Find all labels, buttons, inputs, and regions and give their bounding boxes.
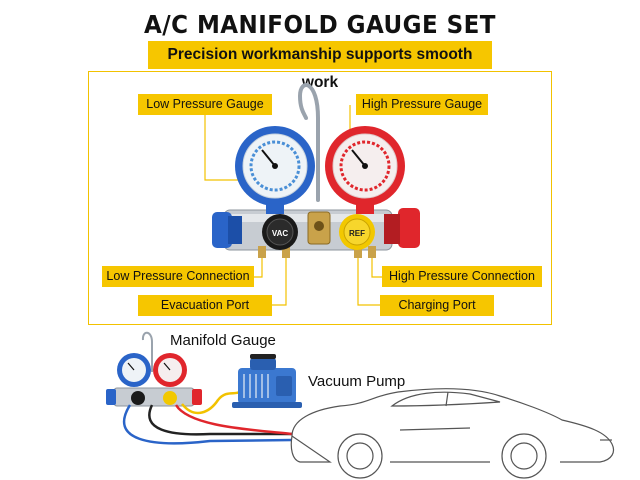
leader-high-conn <box>371 252 382 278</box>
vac-knob-label: VAC <box>272 229 289 238</box>
product-frame <box>88 71 552 325</box>
black-hose <box>148 404 292 436</box>
ref-knob-icon: REF <box>339 214 375 250</box>
page-title: A/C MANIFOLD GAUGE SET <box>144 10 496 39</box>
label-charging-port: Charging Port <box>380 295 494 316</box>
label-vacuum-pump: Vacuum Pump <box>308 373 406 390</box>
small-manifold-gauge-icon <box>106 331 202 407</box>
leader-charge <box>357 252 380 306</box>
leader-evac <box>272 252 287 306</box>
blue-hose <box>122 404 293 445</box>
label-evacuation-port: Evacuation Port <box>138 295 272 316</box>
leader-low-conn <box>254 252 263 278</box>
leader-low-gauge <box>204 105 240 181</box>
high-pressure-gauge-icon <box>325 126 405 214</box>
vacuum-pump-icon <box>232 354 302 408</box>
car-outline-icon <box>290 388 615 479</box>
low-pressure-gauge-icon <box>235 126 315 214</box>
yellow-hose <box>181 390 241 415</box>
red-hose <box>174 404 293 436</box>
label-high-pressure-gauge: High Pressure Gauge <box>356 94 488 115</box>
label-manifold-gauge: Manifold Gauge <box>170 332 276 349</box>
label-low-pressure-gauge: Low Pressure Gauge <box>138 94 272 115</box>
subtitle-banner: Precision workmanship supports smooth wo… <box>148 41 492 91</box>
label-high-pressure-connection: High Pressure Connection <box>382 266 542 287</box>
ref-knob-label: REF <box>349 229 365 238</box>
hook-icon <box>297 83 320 202</box>
label-low-pressure-connection: Low Pressure Connection <box>102 266 254 287</box>
manifold-body-icon <box>212 208 420 258</box>
hoses <box>122 390 293 445</box>
vac-knob-icon: VAC <box>262 214 298 250</box>
